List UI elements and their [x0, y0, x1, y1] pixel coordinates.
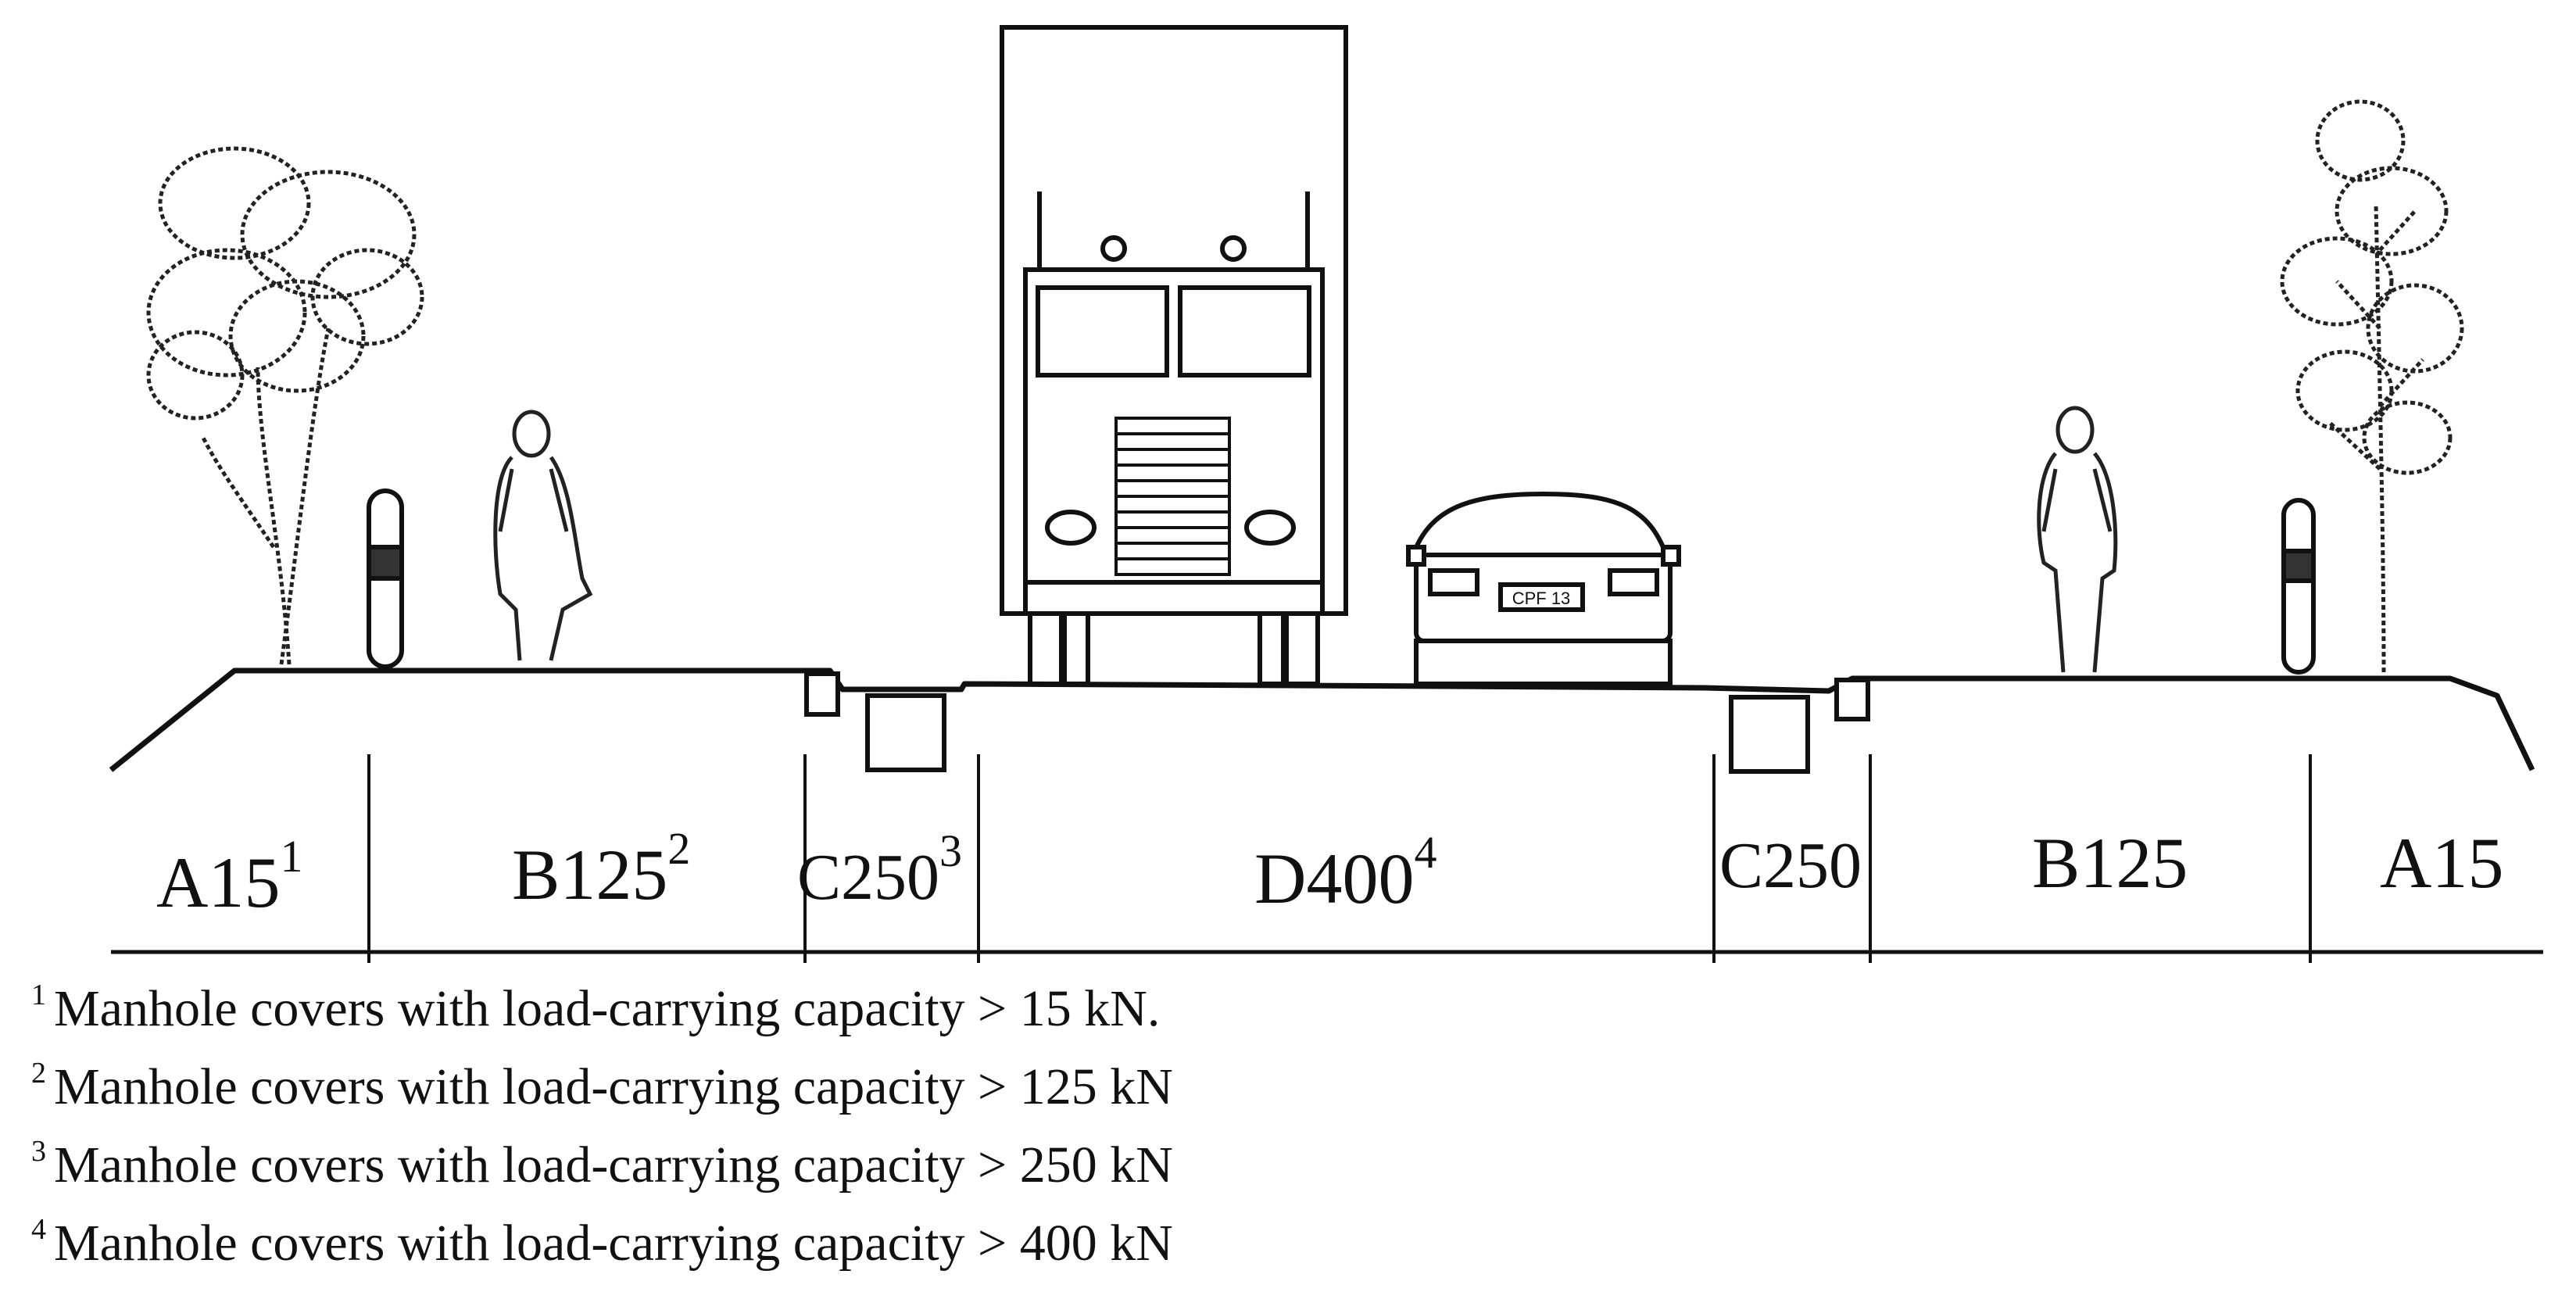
left-bollard-illustration — [367, 489, 404, 669]
zone-label-c250-right: C250 — [1719, 829, 1862, 902]
truck-illustration — [1000, 25, 1348, 686]
footnote-4-number: 4 — [31, 1213, 46, 1246]
manhole-covers — [804, 671, 1870, 774]
zone-label-a15-right: A15 — [2380, 823, 2503, 903]
footnote-4-text: Manhole covers with load-carrying capaci… — [54, 1215, 1173, 1272]
zone-labels: A151 B1252 C2503 D4004 C250 B125 A15 — [156, 823, 2503, 922]
left-pedestrian-illustration — [493, 410, 593, 661]
footnote-3-text: Manhole covers with load-carrying capaci… — [54, 1136, 1173, 1194]
footnote-2-text: Manhole covers with load-carrying capaci… — [54, 1058, 1173, 1115]
right-pedestrian-illustration — [2037, 406, 2118, 673]
right-bollard-illustration — [2281, 498, 2316, 675]
car-license-plate: CPF 13 — [1512, 589, 1571, 608]
footnote-3-number: 3 — [31, 1135, 46, 1168]
zone-label-d400: D4004 — [1254, 827, 1436, 918]
zone-label-a15-left: A151 — [156, 831, 302, 922]
footnote-2-number: 2 — [31, 1057, 46, 1090]
zone-label-b125-left: B1252 — [512, 823, 690, 914]
left-tree-illustration — [146, 146, 424, 665]
footnote-1-text: Manhole covers with load-carrying capaci… — [54, 980, 1161, 1037]
zone-dividers — [111, 754, 2543, 963]
zone-label-b125-right: B125 — [2032, 823, 2188, 903]
zone-label-c250-left: C2503 — [797, 825, 962, 914]
car-illustration: CPF 13 — [1406, 491, 1681, 686]
right-tree-illustration — [2280, 99, 2464, 673]
footnote-1-number: 1 — [31, 979, 46, 1011]
road-profile — [109, 667, 2535, 772]
